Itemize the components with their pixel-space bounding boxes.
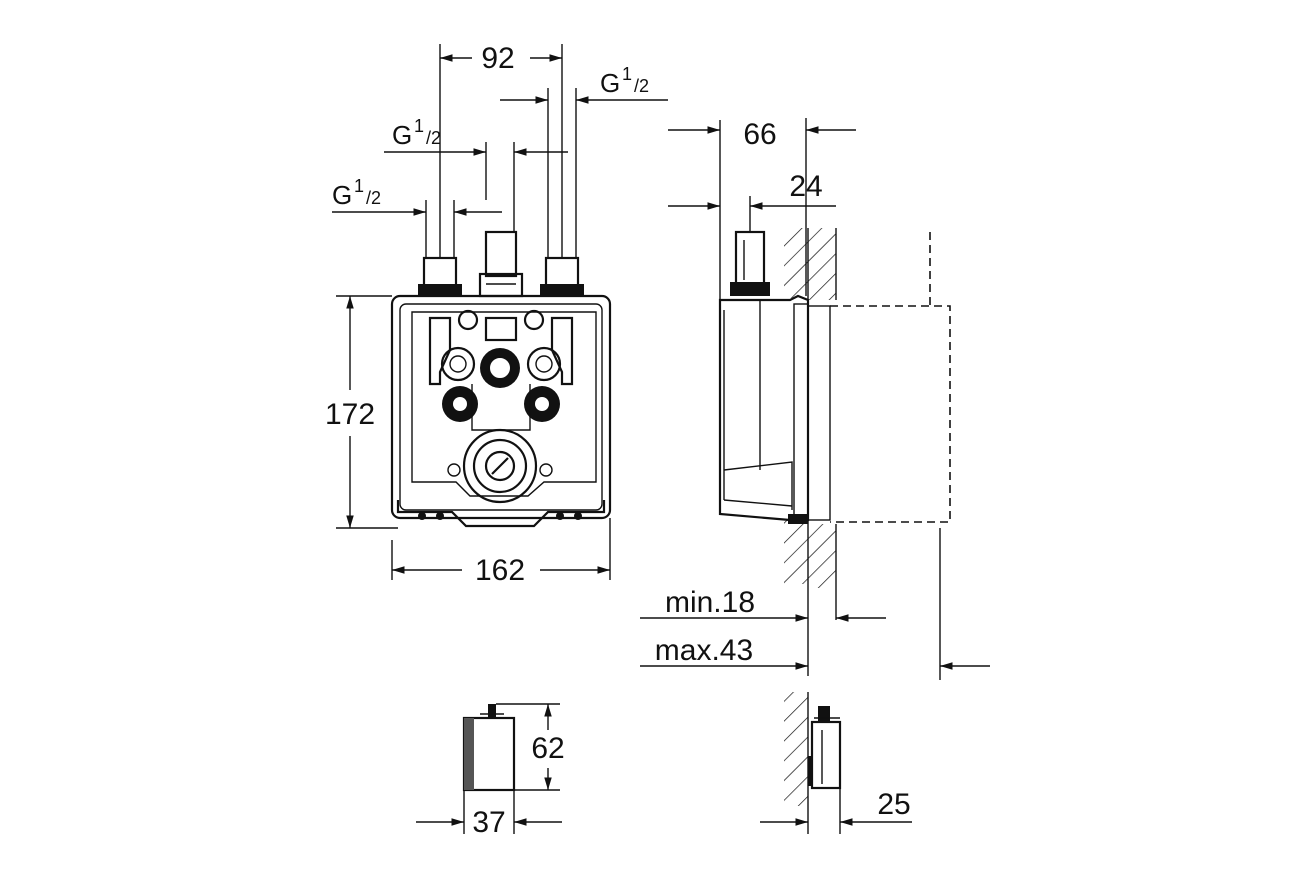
dim-162-label: 162	[475, 554, 525, 587]
front-pipes	[418, 230, 584, 298]
dim-92-label: 92	[481, 42, 514, 75]
svg-text:G: G	[392, 120, 412, 150]
wall-hatch-top	[784, 228, 808, 298]
g-thread-mid-left: G 1 /2	[392, 116, 441, 150]
wall-hatch-bottom	[784, 520, 808, 584]
dim-66-label: 66	[743, 118, 776, 151]
side-dimensions: 66 24 min.18 max.43	[640, 118, 990, 680]
dim-24-label: 24	[789, 170, 822, 203]
dim-172-label: 172	[325, 398, 375, 431]
dim-25-label: 25	[877, 788, 910, 821]
front-dimensions: 92 G 1 /2 G 1 /2 G 1 /2	[325, 42, 668, 587]
min-18-label: min.18	[665, 586, 755, 619]
front-view	[390, 230, 612, 528]
side-body-outline	[718, 294, 810, 522]
svg-text:G: G	[332, 180, 352, 210]
pipe-right-fitting	[544, 256, 580, 290]
svg-text:/2: /2	[426, 128, 441, 148]
svg-text:1: 1	[622, 64, 632, 84]
side-pipe	[734, 230, 766, 286]
side-view	[718, 228, 951, 620]
small-box-side: 25	[760, 692, 912, 834]
pipe-center-nut	[478, 272, 524, 298]
front-body-inner	[399, 303, 603, 511]
max-43-label: max.43	[655, 634, 753, 667]
svg-text:G: G	[600, 68, 620, 98]
pipe-center-stub	[484, 230, 518, 278]
small-box-front: 62 37	[416, 703, 565, 839]
side-mounting-flange	[807, 305, 831, 521]
pipe-left-nut	[418, 284, 462, 296]
g-thread-top-right: G 1 /2	[600, 64, 649, 98]
svg-text:1: 1	[414, 116, 424, 136]
front-internals	[418, 309, 582, 520]
side-cover-dashed	[830, 305, 951, 523]
small-side-outline	[810, 720, 842, 790]
g-thread-low-left: G 1 /2	[332, 176, 381, 210]
pipe-right-nut	[540, 284, 584, 296]
front-body-outline	[390, 294, 612, 520]
svg-text:1: 1	[354, 176, 364, 196]
front-inner-frame	[411, 311, 597, 497]
dim-62-label: 62	[531, 732, 564, 765]
dim-37-label: 37	[472, 806, 505, 839]
front-bottom-bracket	[396, 500, 606, 528]
pipe-left-fitting	[422, 256, 458, 290]
svg-text:/2: /2	[366, 188, 381, 208]
svg-text:/2: /2	[634, 76, 649, 96]
small-wall-hatch	[784, 692, 808, 806]
